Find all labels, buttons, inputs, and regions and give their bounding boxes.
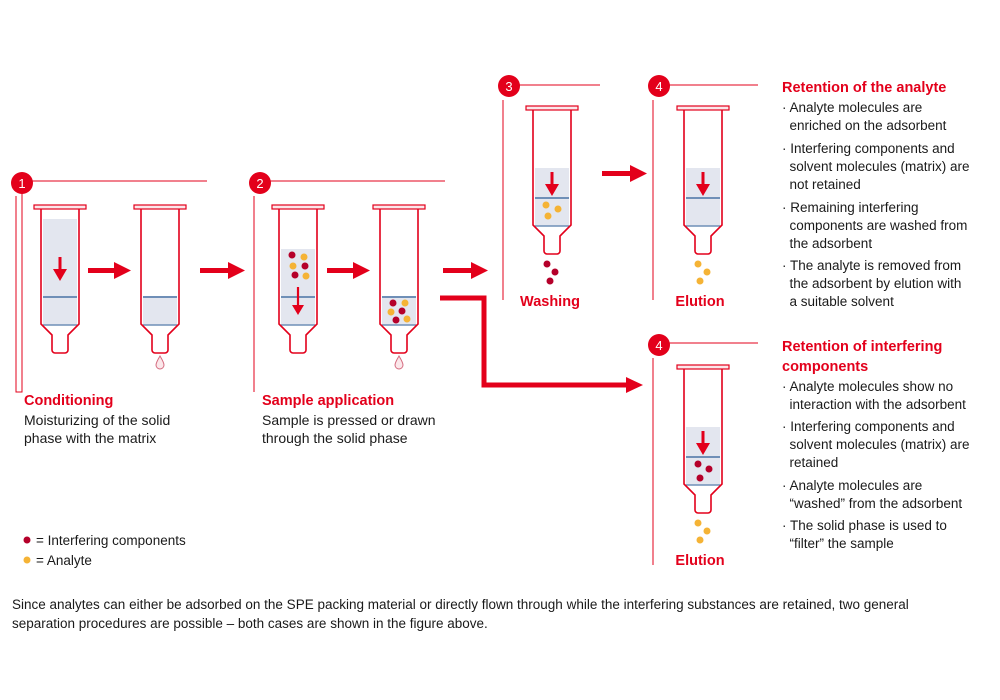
panel-heading: Retention of the analyte <box>782 80 946 96</box>
panel-heading: Retention of interfering <box>782 339 942 355</box>
panel-bullet: · Interfering components and solvent mol… <box>782 419 970 470</box>
legend: = Interfering components = Analyte <box>23 533 186 568</box>
svg-text:not retained: not retained <box>782 177 861 192</box>
arrow-down-icon <box>292 287 304 315</box>
svg-text:interaction with the adsorbent: interaction with the adsorbent <box>782 397 966 412</box>
step-3-frame <box>502 84 600 300</box>
arrow-right-icon <box>200 262 245 279</box>
cartridge-conditioning-b <box>133 204 187 370</box>
panel-bullet: · Analyte molecules are enriched on the … <box>782 100 947 133</box>
step-4b-title: Elution <box>675 553 724 569</box>
svg-text:solvent molecules (matrix) are: solvent molecules (matrix) are <box>782 159 970 174</box>
svg-text:· Interfering components and: · Interfering components and <box>782 419 955 434</box>
step-2-badge: 2 <box>249 172 271 194</box>
panel-bullet: · Analyte molecules show no interaction … <box>782 379 966 412</box>
step-4b-frame <box>652 342 758 565</box>
arrow-right-icon <box>327 262 370 279</box>
panel-bullet: · Analyte molecules are “washed” from th… <box>782 478 962 511</box>
interfering-dot-icon <box>23 536 31 544</box>
svg-text:the adsorbent: the adsorbent <box>782 236 872 251</box>
arrow-right-icon <box>602 165 647 182</box>
svg-text:a suitable solvent: a suitable solvent <box>782 294 894 309</box>
step-1-frame <box>15 180 207 393</box>
svg-text:· Remaining interfering: · Remaining interfering <box>782 200 919 215</box>
legend-interfering-label: = Interfering components <box>36 533 186 548</box>
step-1-badge: 1 <box>11 172 33 194</box>
step-1-title: Conditioning <box>24 393 113 409</box>
panel-bullet: · Interfering components and solvent mol… <box>782 141 970 192</box>
panel-bullet: · The solid phase is used to “filter” th… <box>782 518 947 551</box>
panel-retention-analyte: Retention of the analyte · Analyte molec… <box>782 80 970 309</box>
svg-text:components are washed from: components are washed from <box>782 218 967 233</box>
svg-text:· Analyte molecules are: · Analyte molecules are <box>782 478 922 493</box>
svg-text:“washed” from the adsorbent: “washed” from the adsorbent <box>782 496 962 511</box>
svg-text:4: 4 <box>655 79 662 94</box>
cartridge-conditioning-a <box>33 204 87 354</box>
arrow-down-icon <box>545 172 559 196</box>
droplet-icon <box>394 355 404 370</box>
svg-text:enriched on the adsorbent: enriched on the adsorbent <box>782 118 947 133</box>
svg-text:· Interfering components and: · Interfering components and <box>782 141 955 156</box>
arrow-right-icon <box>88 262 131 279</box>
analyte-dot-icon <box>23 556 31 564</box>
step-2-title: Sample application <box>262 393 394 409</box>
cartridge-sample-b <box>372 204 426 370</box>
svg-text:· The analyte is removed from: · The analyte is removed from <box>782 258 961 273</box>
svg-text:solvent molecules (matrix) are: solvent molecules (matrix) are <box>782 437 970 452</box>
step-4a-title: Elution <box>675 294 724 310</box>
svg-text:2: 2 <box>256 176 263 191</box>
step-1-desc-line: Moisturizing of the solid <box>24 412 170 428</box>
svg-text:4: 4 <box>655 338 662 353</box>
arrow-down-icon <box>53 257 67 281</box>
svg-text:“filter” the sample: “filter” the sample <box>782 536 894 551</box>
legend-analyte-label: = Analyte <box>36 553 92 568</box>
arrow-down-icon <box>696 431 710 455</box>
step-2-desc-line: through the solid phase <box>262 430 408 446</box>
figure-caption: Since analytes can either be adsorbed on… <box>12 597 909 631</box>
svg-text:· Analyte molecules show no: · Analyte molecules show no <box>782 379 953 394</box>
step-3-badge: 3 <box>498 75 520 97</box>
panel-bullet: · The analyte is removed from the adsorb… <box>782 258 961 309</box>
svg-text:· Analyte molecules are: · Analyte molecules are <box>782 100 922 115</box>
flow-arrows <box>88 165 647 279</box>
step-4a-frame <box>652 84 758 300</box>
cartridge-sample-a <box>271 204 325 354</box>
cartridge-elution-interfering <box>676 364 730 544</box>
step-2-desc-line: Sample is pressed or drawn <box>262 412 436 428</box>
svg-text:1: 1 <box>18 176 25 191</box>
svg-text:retained: retained <box>782 455 838 470</box>
panel-retention-interfering: Retention of interfering components · An… <box>782 339 970 551</box>
panel-heading: components <box>782 359 868 375</box>
step-2-frame <box>253 180 445 392</box>
step-3-title: Washing <box>520 294 580 310</box>
step-4a-badge: 4 <box>648 75 670 97</box>
step-4b-badge: 4 <box>648 334 670 356</box>
svg-text:3: 3 <box>505 79 512 94</box>
svg-text:the adsorbent by elution with: the adsorbent by elution with <box>782 276 961 291</box>
arrow-down-icon <box>696 172 710 196</box>
branch-arrow <box>440 295 643 393</box>
cartridge-elution-analyte <box>676 105 730 285</box>
panel-bullet: · Remaining interfering components are w… <box>782 200 967 251</box>
cartridge-washing <box>525 105 579 285</box>
arrow-right-icon <box>443 262 488 279</box>
svg-text:· The solid phase is used to: · The solid phase is used to <box>782 518 947 533</box>
step-1-desc-line: phase with the matrix <box>24 430 156 446</box>
droplet-icon <box>155 355 165 370</box>
